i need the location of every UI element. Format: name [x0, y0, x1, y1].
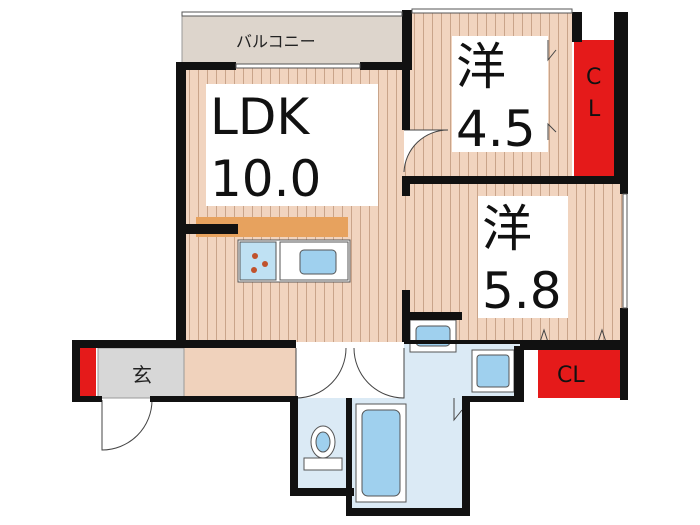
- closet-upper-label-c: C: [586, 65, 601, 90]
- closet-lower: [538, 350, 624, 398]
- entrance-shoe-closet: [80, 348, 96, 398]
- balcony-area: [181, 15, 405, 69]
- room-upper-size: 4.5: [456, 100, 536, 158]
- toilet-icon: [303, 425, 343, 471]
- closet-upper: [574, 40, 614, 180]
- stove-icon: [239, 241, 277, 281]
- ldk-room-name: LDK: [210, 88, 310, 146]
- door-swings: [101, 40, 607, 451]
- room-lower-size: 5.8: [482, 262, 562, 320]
- entrance-label: 玄: [132, 363, 152, 387]
- balcony-label: バルコニー: [236, 32, 316, 51]
- windows: [181, 8, 628, 309]
- closet-upper-label-l: L: [588, 97, 601, 122]
- room-upper-name: 洋: [456, 38, 506, 96]
- closet-lower-label: CL: [557, 363, 585, 388]
- room-lower-name: 洋: [482, 200, 532, 258]
- ldk-room-size: 10.0: [210, 150, 321, 208]
- entrance-floor: [97, 347, 185, 399]
- walls: [72, 10, 628, 516]
